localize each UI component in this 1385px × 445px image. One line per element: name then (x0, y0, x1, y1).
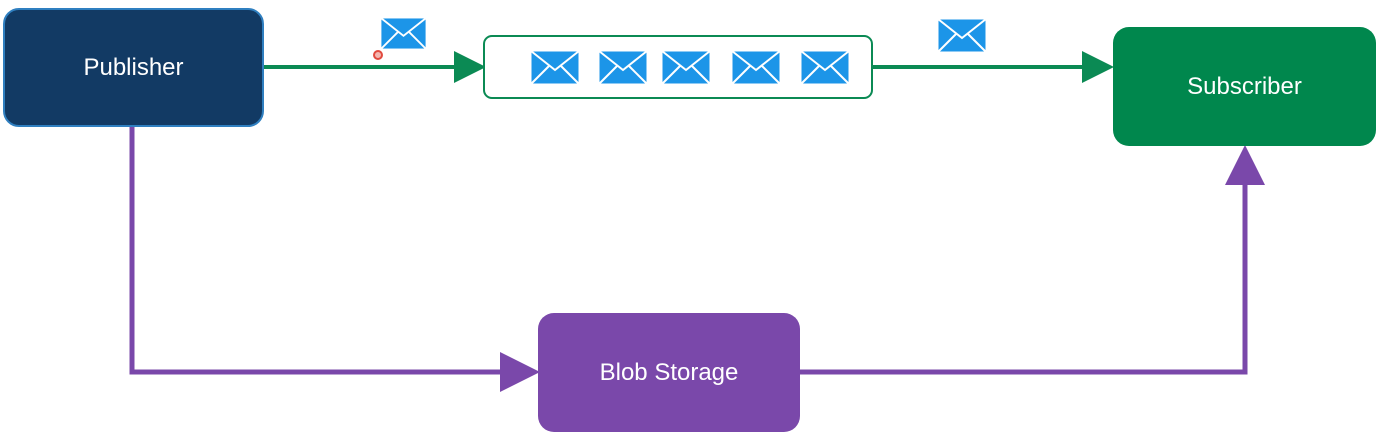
subscriber-node[interactable]: Subscriber (1113, 27, 1376, 146)
envelope-icon (380, 17, 427, 50)
blob-to-subscriber-arrow (800, 145, 1265, 375)
publisher-label: Publisher (83, 53, 184, 81)
blob-storage-node[interactable]: Blob Storage (538, 313, 800, 432)
cursor-indicator (373, 50, 383, 60)
publisher-node[interactable]: Publisher (3, 8, 264, 127)
subscriber-label: Subscriber (1187, 72, 1302, 100)
envelope-icon (800, 50, 850, 85)
blob-storage-label: Blob Storage (599, 358, 739, 386)
envelope-icon (937, 18, 987, 53)
envelope-icon (661, 50, 711, 85)
envelope-icon (731, 50, 781, 85)
envelope-icon (598, 50, 648, 85)
publisher-to-blob-arrow (129, 127, 540, 392)
envelope-icon (530, 50, 580, 85)
